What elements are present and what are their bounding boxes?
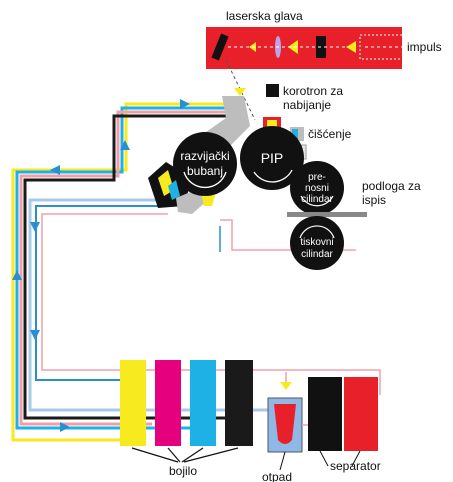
print-cylinder-rotation [299, 225, 335, 239]
waste-funnel [274, 404, 296, 444]
separator-red-tank [344, 377, 378, 451]
bracket-line [167, 447, 181, 463]
ink-bracket [131, 447, 239, 463]
ink-tank-magenta [155, 360, 181, 446]
developer-drum-label-line2: bubanj [187, 164, 223, 178]
flow-arrow [30, 222, 40, 232]
print-cylinder-label-line2: cilindar [301, 249, 333, 260]
laser-head-label: laserska glava [226, 9, 303, 23]
print-cylinder [290, 216, 344, 270]
thin-pink-pipe [41, 213, 381, 395]
impulse-label: impuls [407, 40, 442, 54]
substrate-label-line1: podloga za [362, 179, 421, 193]
print-cylinder-label-line1: tiskovni [300, 237, 333, 248]
substrate-label-line2: ispis [362, 193, 386, 207]
laser-impulse-window [359, 34, 407, 60]
waste-arrow [280, 382, 292, 390]
separator-pointer [351, 450, 361, 467]
corotron-marker [266, 84, 279, 97]
bracket-line [183, 447, 239, 463]
bracket-line [131, 447, 179, 463]
flow-arrow [12, 270, 22, 280]
laser-head [206, 27, 407, 121]
pip-rotation [253, 169, 293, 183]
separator-black-tank [308, 377, 342, 451]
flow-arrow [30, 330, 40, 340]
waste-label: otpad [262, 470, 292, 482]
laser-to-drum-beam [225, 59, 256, 121]
bracket-line [181, 447, 204, 463]
corotron-label-line2: nabijanje [283, 98, 331, 112]
return-pipe [28, 198, 270, 412]
separator-pointer [319, 450, 329, 467]
flow-arrow [180, 99, 190, 109]
cleaning-blade [292, 129, 298, 139]
developer-drum-label-line1: razvijački [180, 149, 229, 163]
ink-tank-yellow [120, 360, 146, 446]
laser-mirror [211, 33, 229, 61]
separator-label: separator [330, 459, 381, 473]
yellow-pipe [11, 102, 228, 442]
laser-impulse-arrow [346, 41, 356, 53]
separator-unit [302, 377, 378, 467]
waste-pointer [279, 451, 286, 471]
transfer-cylinder-label-line2: nosni [305, 183, 329, 194]
laser-lens-arrow [288, 40, 298, 54]
flow-arrow [50, 165, 60, 175]
laser-head-body [206, 27, 402, 69]
cyan-pipe [15, 106, 230, 430]
corotron-label-line1: korotron za [283, 84, 343, 98]
ink-pipes [11, 102, 381, 442]
cleaning-label: čišćenje [308, 127, 352, 141]
corotron-core [267, 120, 277, 127]
substrate-sheet [287, 212, 367, 217]
black-pipe [23, 114, 234, 420]
transfer-cylinder-label-line3: cilindar [301, 194, 333, 205]
dispenser-cyan [168, 180, 180, 200]
flow-arrow [120, 140, 130, 150]
transfer-cylinder-label-line1: pre- [308, 172, 326, 183]
ink-tanks [120, 360, 253, 446]
inks-label: bojilo [169, 464, 197, 478]
beam-arrow [234, 88, 246, 96]
inner-return-pipe [35, 205, 160, 381]
developer-drum-rotation [183, 171, 227, 189]
pip-label: PIP [261, 150, 284, 166]
ink-tank-cyan [190, 360, 216, 446]
transfer-cylinder-rotation [300, 195, 334, 207]
waste-container [267, 372, 303, 471]
flow-arrow [60, 422, 70, 432]
magenta-pipe [19, 110, 232, 426]
transfer-cylinder [290, 161, 344, 215]
ink-tank-black [225, 360, 253, 446]
